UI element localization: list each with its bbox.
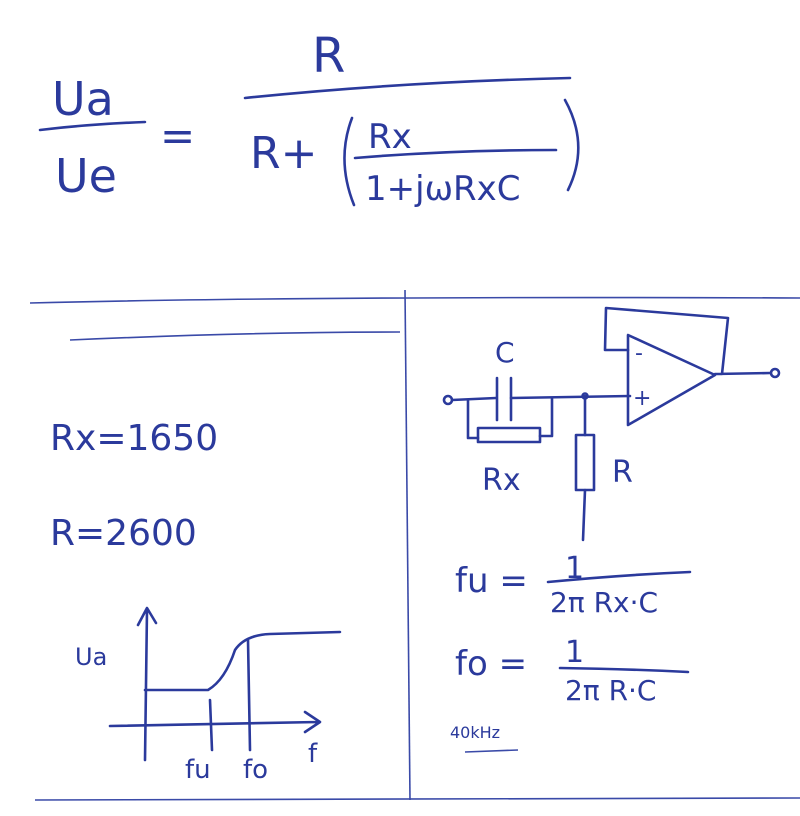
rhs-numerator: R	[312, 28, 345, 84]
input-wire	[450, 394, 632, 402]
fo-numerator: 1	[565, 635, 584, 670]
r-wires	[581, 394, 587, 542]
fu-denominator: 2π Rx·C	[550, 586, 658, 619]
r-value: R=2600	[50, 513, 197, 554]
lhs-denominator: Ue	[55, 149, 117, 203]
fu-fraction-line	[546, 570, 692, 584]
horizontal-divider-bottom	[34, 797, 800, 801]
circuit-schematic: C Rx R - +	[442, 306, 781, 542]
x-axis-label: f	[308, 739, 318, 769]
opamp-minus: -	[635, 341, 643, 366]
note-underline	[464, 749, 519, 753]
inner-numerator: Rx	[368, 117, 412, 157]
fu-lhs: fu =	[455, 561, 528, 601]
horizontal-divider-left	[69, 331, 401, 341]
fo-fraction-line	[558, 666, 690, 674]
lhs-fraction-line	[38, 120, 147, 132]
fu-numerator: 1	[565, 551, 584, 586]
rhs-fraction-line	[243, 76, 572, 100]
x-axis	[108, 710, 322, 734]
opamp-plus: +	[633, 386, 651, 411]
y-axis	[136, 606, 158, 762]
y-axis-label: Ua	[75, 643, 107, 671]
equals-sign: =	[160, 111, 195, 160]
capacitor-label: C	[495, 336, 515, 369]
fo-lhs: fo =	[455, 644, 527, 684]
cutoff-formulas: fu = 1 2π Rx·C fo = 1 2π R·C 40kHz	[450, 551, 692, 753]
fo-denominator: 2π R·C	[565, 674, 656, 707]
rx-label: Rx	[482, 463, 521, 498]
inner-fraction-line	[353, 148, 558, 160]
response-curve	[143, 630, 342, 692]
frequency-markers	[208, 638, 252, 752]
lhs-numerator: Ua	[52, 72, 114, 126]
opamp	[626, 333, 717, 427]
r-label: R	[612, 455, 633, 490]
left-paren	[343, 116, 356, 207]
frequency-note: 40kHz	[450, 723, 500, 742]
feedback-and-output-wire	[603, 306, 772, 376]
transfer-function-equation: Ua Ue = R R+ Rx 1+jωRxC	[38, 28, 580, 209]
rx-value: Rx=1650	[50, 418, 218, 459]
rhs-denominator-prefix: R+	[250, 128, 317, 179]
rx-resistor	[476, 426, 542, 444]
output-terminal	[769, 367, 781, 379]
frequency-response-graph: Ua fu fo f	[75, 606, 342, 785]
tick-fo: fo	[243, 755, 268, 785]
capacitor	[495, 376, 513, 422]
rx-wires	[466, 396, 554, 440]
tick-fu: fu	[185, 755, 211, 785]
vertical-divider	[404, 289, 411, 801]
inner-denominator: 1+jωRxC	[365, 169, 521, 209]
r-resistor	[574, 433, 596, 492]
horizontal-divider-top	[29, 296, 800, 304]
right-paren	[563, 98, 580, 192]
